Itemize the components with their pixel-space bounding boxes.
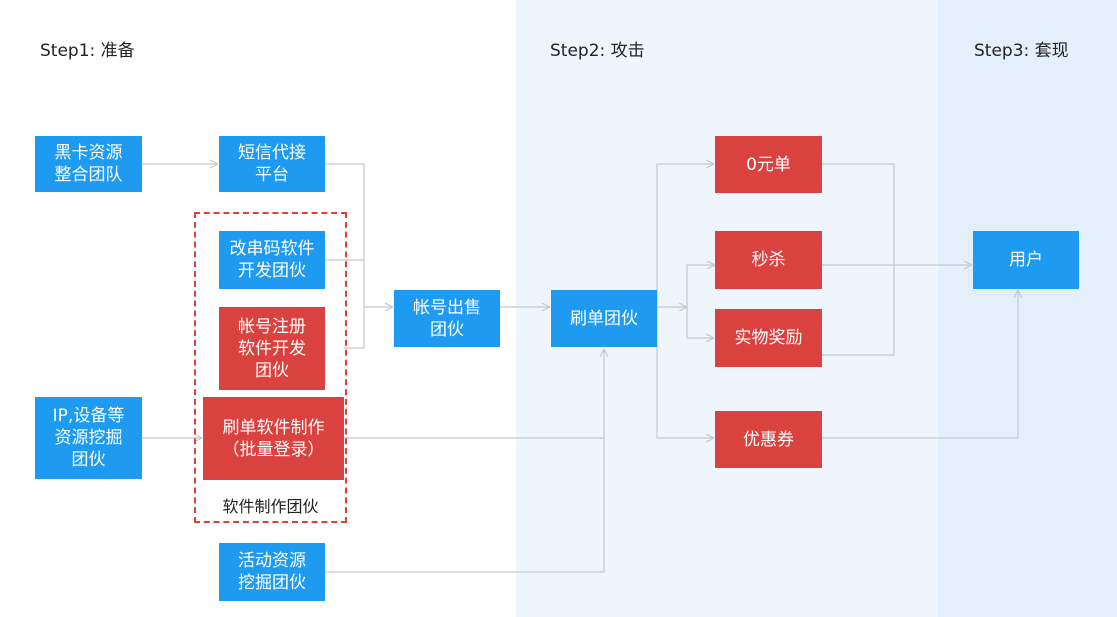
node-flash-sale: 秒杀 [715, 231, 822, 289]
step3-title: Step3: 套现 [974, 41, 1069, 61]
node-physical-reward: 实物奖励 [715, 309, 822, 367]
edge-activity-brushgang [325, 350, 604, 573]
node-account-reg-software: 帐号注册 软件开发 团伙 [219, 307, 325, 390]
node-activity-mining: 活动资源 挖掘团伙 [219, 543, 325, 601]
step1-title: Step1: 准备 [40, 41, 135, 61]
edge-brushgang-coupon [656, 318, 713, 438]
node-zero-order: 0元单 [715, 136, 822, 193]
edge-coupon-user [822, 291, 1018, 439]
edge-merge-accountsale [325, 163, 392, 349]
node-brush-gang: 刷单团伙 [551, 290, 657, 347]
edge-brushgang-zero [656, 164, 713, 318]
node-ip-device: IP,设备等 资源挖掘 团伙 [35, 397, 142, 479]
node-black-card: 黑卡资源 整合团队 [35, 136, 142, 192]
node-serial-software: 改串码软件 开发团伙 [219, 231, 325, 289]
node-account-sale: 帐号出售 团伙 [394, 290, 500, 347]
software-group-frame [194, 212, 347, 523]
software-group-label: 软件制作团伙 [222, 497, 319, 516]
node-user: 用户 [973, 231, 1079, 289]
node-sms-platform: 短信代接 平台 [219, 136, 325, 192]
edge-zero-merge [822, 163, 895, 356]
step3-background [938, 0, 1117, 617]
node-brush-software: 刷单软件制作 （批量登录） [203, 397, 344, 480]
edge-branch-flash [686, 265, 714, 338]
node-coupon: 优惠券 [715, 411, 822, 468]
step2-title: Step2: 攻击 [550, 41, 645, 61]
